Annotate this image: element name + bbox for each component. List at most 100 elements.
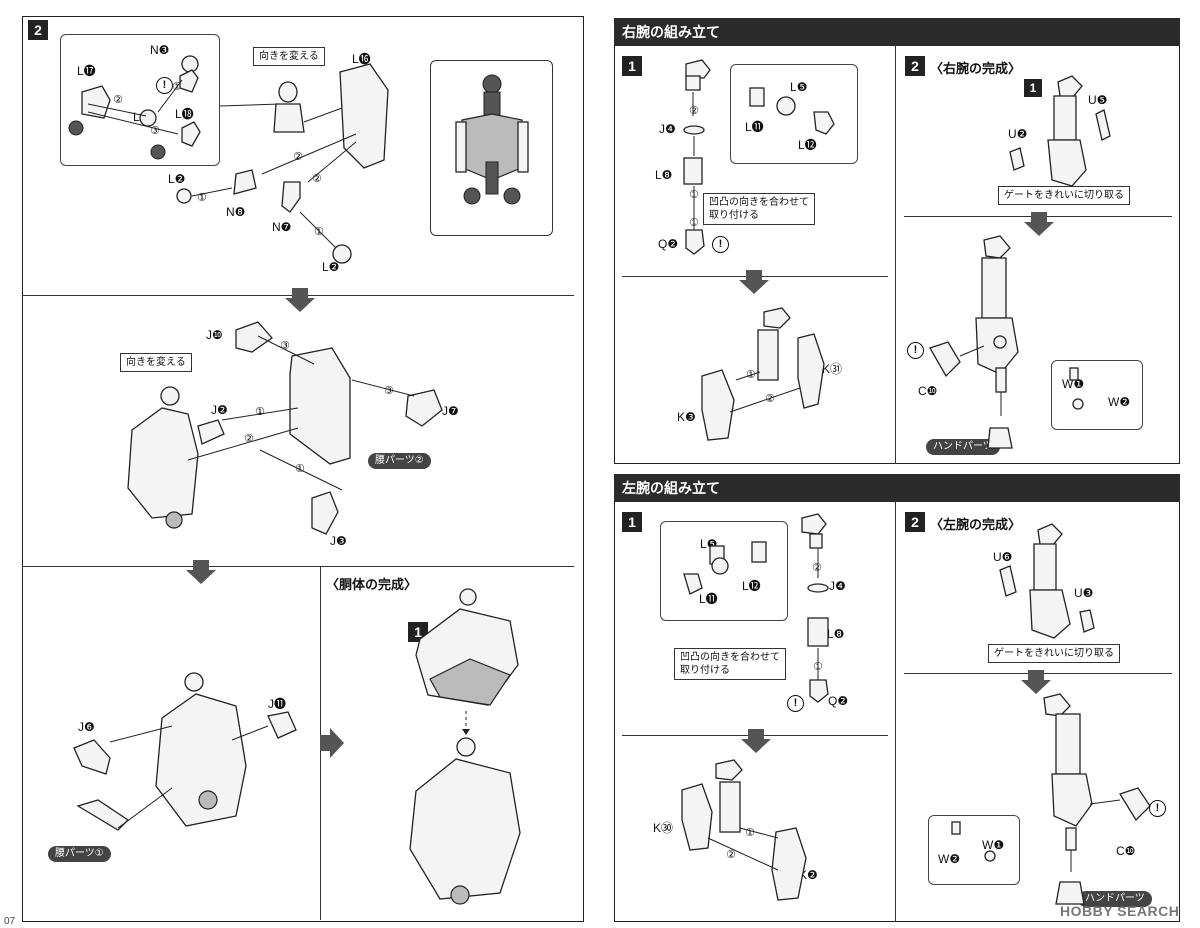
warning-icon: ! — [907, 342, 924, 359]
la-seq-2: ② — [812, 562, 822, 574]
right-arm-inset — [730, 64, 858, 164]
left-arm-inset — [660, 521, 788, 621]
left-page-frame — [22, 16, 584, 922]
label-l2-b: L❷ — [322, 260, 340, 274]
page-number-left: 07 — [4, 916, 16, 927]
warning-icon: ! — [712, 236, 729, 253]
right-arm-step-2: 2 — [905, 56, 925, 76]
left-arm-step-2: 2 — [905, 512, 925, 532]
down-arrow-icon — [186, 560, 216, 584]
ra-label-u2: U❷ — [1008, 127, 1028, 141]
inset-l-parts — [60, 34, 220, 166]
right-arm-header: 右腕の組み立て — [614, 18, 1180, 46]
label-n8: N❽ — [226, 205, 246, 219]
seq-2a: ② — [113, 94, 123, 106]
ra-hand-parts-pill: ハンドパーツ — [926, 439, 1000, 455]
label-j10: J❿ — [206, 328, 223, 342]
ra-label-l11: L⓫ — [745, 120, 764, 134]
waist-seq-3b: ③ — [384, 385, 394, 397]
la-label-w1: W❶ — [982, 838, 1005, 852]
la-gate-note: ゲートをきれいに切り取る — [988, 644, 1120, 663]
overview-figure — [455, 74, 529, 205]
waist-final-drawing — [73, 672, 297, 831]
left-arm-step-1: 1 — [622, 512, 642, 532]
ra-lower-seq-2: ② — [765, 393, 775, 405]
seq-1c: ① — [314, 226, 324, 238]
seq-3a: ③ — [150, 125, 160, 137]
down-arrow-icon — [285, 288, 315, 312]
down-arrow-icon — [1024, 212, 1054, 236]
ra-label-k31: K㉛ — [822, 362, 843, 376]
la-align-note: 凹凸の向きを合わせて 取り付ける — [674, 648, 786, 680]
la-label-l11: L⓫ — [699, 592, 718, 606]
la-hand-parts-pill: ハンドパーツ — [1078, 891, 1152, 907]
ra-align-note: 凹凸の向きを合わせて 取り付ける — [703, 193, 815, 225]
ra-seq-2: ② — [689, 105, 699, 117]
la-lower-seq-2: ② — [726, 849, 736, 861]
label-j3: J❸ — [330, 534, 347, 548]
right-arm-step2-drawing — [1009, 75, 1111, 187]
label-j6: J❻ — [78, 720, 95, 734]
la-label-k30: K㉚ — [653, 821, 674, 835]
torso-complete-drawing — [409, 588, 521, 905]
ra-gate-note: ゲートをきれいに切り取る — [998, 186, 1130, 205]
right-arm-lower-drawing — [701, 307, 825, 441]
label-l16: L⓰ — [352, 52, 371, 66]
divider-2 — [22, 566, 574, 567]
label-l2-a: L❷ — [168, 172, 186, 186]
left-arm-header: 左腕の組み立て — [614, 474, 1180, 502]
waist-seq-3a: ③ — [280, 340, 290, 352]
la-label-j4: J❹ — [829, 579, 846, 593]
label-l18: L⓲ — [175, 107, 194, 121]
la-label-c10: C❿ — [1116, 844, 1136, 858]
turn-note: 向きを変える — [253, 47, 325, 66]
ra-label-w2: W❷ — [1108, 395, 1131, 409]
right-arrow-icon — [320, 728, 344, 758]
ra-label-l12: L⓬ — [798, 138, 817, 152]
right-arm-complete-title: 〈右腕の完成〉 — [930, 61, 1022, 76]
left-arm-complete-drawing — [951, 693, 1151, 905]
warning-icon: ! — [787, 695, 804, 712]
waist-turn-note: 向きを変える — [120, 353, 192, 372]
waist-seq-2: ② — [244, 433, 254, 445]
warning-icon: ! — [1149, 800, 1166, 817]
label-n7: N❼ — [272, 220, 292, 234]
seq-1b: ① — [197, 192, 207, 204]
down-arrow-icon — [1021, 670, 1051, 694]
waist-part-2-pill: 腰パーツ② — [368, 453, 431, 469]
right-arm-step1-drawing — [683, 59, 835, 255]
la-label-w2: W❷ — [938, 852, 961, 866]
seq-2b: ② — [293, 151, 303, 163]
la-label-l8: L❽ — [827, 627, 845, 641]
right-arm-complete-drawing — [929, 235, 1084, 449]
left-arm-complete-title: 〈左腕の完成〉 — [930, 517, 1022, 532]
right-arm-vdivider — [895, 46, 896, 464]
ra-label-l5: L❺ — [790, 80, 808, 94]
label-j7: J❼ — [442, 404, 459, 418]
la-label-u3: U❸ — [1074, 586, 1094, 600]
ra-hand-inset — [1051, 360, 1143, 430]
overview-box — [430, 60, 553, 236]
la-label-l12: L⓬ — [742, 579, 761, 593]
down-arrow-icon — [739, 270, 769, 294]
label-j11: J⓫ — [268, 697, 287, 711]
left-arm-vdivider — [895, 502, 896, 922]
ra-label-q2: Q❷ — [658, 237, 679, 251]
down-arrow-icon — [741, 729, 771, 753]
waist-assembly-drawing — [127, 321, 443, 535]
la-label-u6: U❻ — [993, 550, 1013, 564]
ra-label-l8: L❽ — [655, 168, 673, 182]
seq-2c: ② — [312, 173, 322, 185]
waist-seq-1a: ① — [255, 406, 265, 418]
label-l17: L⓱ — [77, 64, 96, 78]
right-arm-inner-step: 1 — [1024, 79, 1042, 97]
step2-parts-drawing — [68, 55, 389, 264]
la-hand-inset — [928, 815, 1020, 885]
left-arm-step1-drawing — [683, 513, 829, 703]
la-label-q2: Q❷ — [828, 694, 849, 708]
left-arm-step2-drawing — [999, 523, 1095, 639]
left-arm-lower-drawing — [681, 759, 807, 901]
torso-complete-title: 〈胴体の完成〉 — [326, 577, 418, 592]
waist-part-1-pill: 腰パーツ① — [48, 846, 111, 862]
warning-icon: ! — [156, 77, 173, 94]
